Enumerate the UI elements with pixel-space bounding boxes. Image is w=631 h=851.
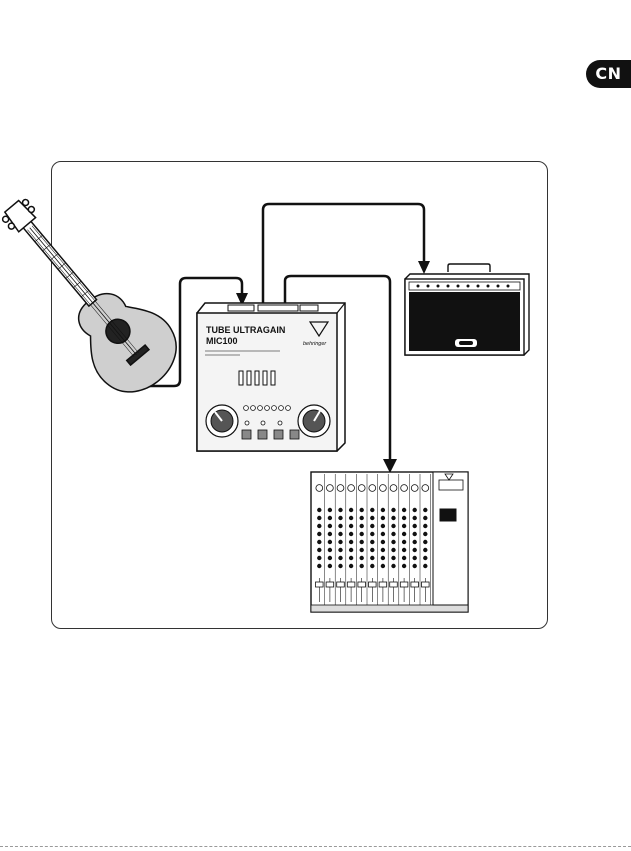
device-title-line2: MIC100 <box>206 336 238 346</box>
guitar-amplifier-icon <box>405 264 529 355</box>
cable-preamp-to-amp <box>263 204 424 303</box>
page-bottom-rule <box>0 846 631 847</box>
mixing-console-icon <box>311 472 468 612</box>
device-title-line1: TUBE ULTRAGAIN <box>206 325 285 335</box>
acoustic-guitar-icon <box>0 178 192 408</box>
arrow-to-amp <box>418 261 430 274</box>
device-brand: behringer <box>303 341 327 347</box>
arrow-to-mixer <box>383 459 397 473</box>
